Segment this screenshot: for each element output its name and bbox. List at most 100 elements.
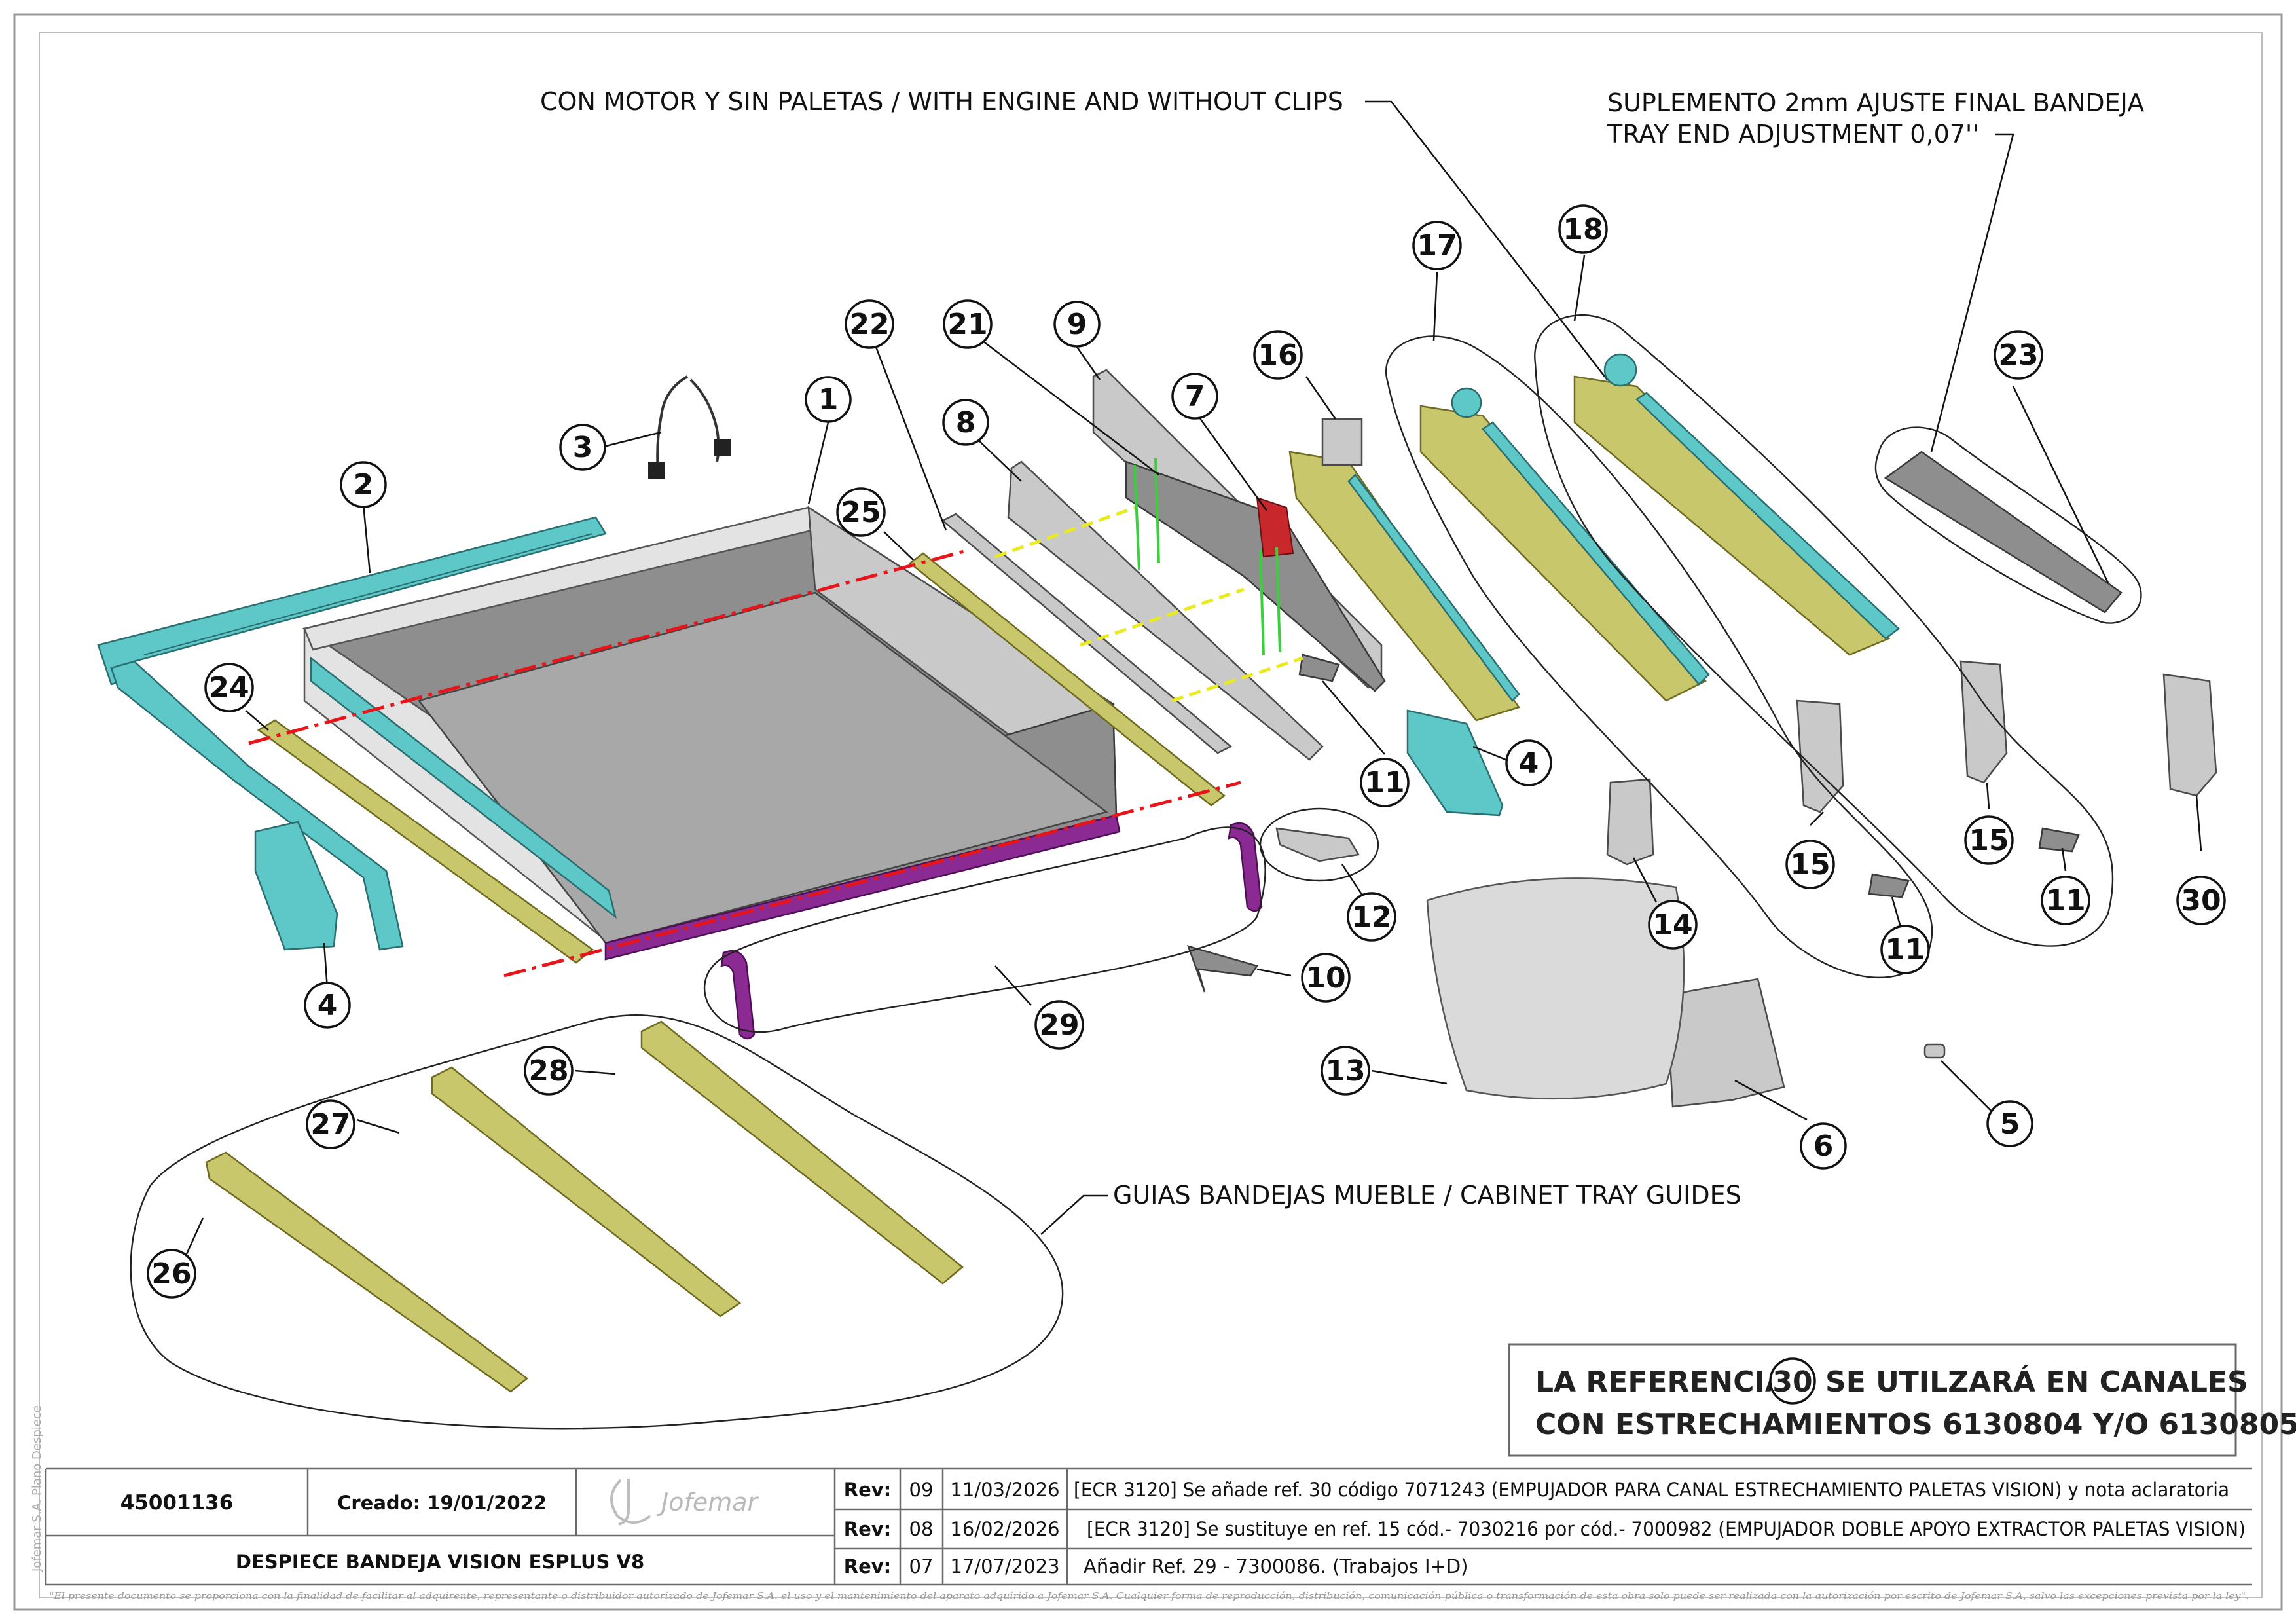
part-15-pusher-b — [1959, 660, 2008, 784]
part-26-guide — [205, 1151, 529, 1393]
leader-6 — [1734, 1079, 1808, 1121]
part-1-tray — [302, 506, 1118, 945]
label-1: 1 — [805, 376, 852, 423]
rev-desc-1: [ECR 3120] Se añade ref. 30 código 70712… — [1074, 1479, 2229, 1501]
title-block — [45, 1467, 2252, 1586]
label-13: 13 — [1321, 1046, 1370, 1096]
callout-engine-leader — [1365, 100, 1608, 380]
side-text: Jofemar S.A. Plano Despiece — [30, 1405, 44, 1572]
leader-28 — [574, 1069, 616, 1075]
leader-27 — [356, 1118, 400, 1134]
part-18-conveyor — [1573, 353, 1900, 656]
svg-text:25: 25 — [841, 496, 881, 529]
svg-text:28: 28 — [528, 1054, 568, 1088]
leader-4b — [1472, 745, 1506, 761]
label-25: 25 — [836, 487, 886, 537]
rev-label-3: Rev: — [844, 1555, 892, 1578]
svg-text:8: 8 — [956, 406, 976, 439]
label-4a: 4 — [304, 982, 351, 1029]
leader-24 — [245, 710, 269, 731]
callout-guides-leader — [1040, 1194, 1108, 1235]
label-15b: 15 — [1964, 815, 2014, 865]
label-8: 8 — [942, 399, 989, 446]
part-6-cover — [1665, 978, 1785, 1108]
label-9: 9 — [1053, 301, 1101, 348]
callout-shim-line2: TRAY END ADJUSTMENT 0,07'' — [1607, 120, 1979, 149]
part-12-clips — [1275, 827, 1360, 862]
part-24-rail — [257, 719, 594, 964]
label-12: 12 — [1347, 892, 1396, 942]
sheet-frame-outer — [13, 13, 2283, 1611]
leader-8 — [975, 437, 1022, 482]
bubble-part-23-group — [1874, 426, 2142, 624]
part-28-guide — [640, 1020, 964, 1285]
svg-text:17: 17 — [1417, 229, 1457, 263]
leader-7 — [1197, 415, 1268, 511]
label-21: 21 — [943, 299, 993, 349]
leader-15b — [1986, 782, 1990, 809]
part-11-clip-b — [1868, 873, 1910, 898]
part-29-front-strip — [604, 814, 1263, 1040]
label-16: 16 — [1253, 330, 1303, 380]
rev-num-1: 09 — [909, 1479, 934, 1501]
leader-16 — [1305, 376, 1337, 420]
svg-text:22: 22 — [849, 308, 889, 341]
part-30-pusher — [2162, 673, 2217, 797]
part-11-clip-c — [2038, 827, 2080, 853]
note-box — [1508, 1343, 2237, 1457]
drawing-code: 45001136 — [120, 1491, 234, 1515]
leader-11c — [2061, 847, 2067, 872]
bubble-cabinet-guides-group — [130, 1014, 1064, 1430]
note-line2: CON ESTRECHAMIENTOS 6130804 Y/O 6130805 — [1535, 1408, 2296, 1441]
drawing-title: DESPIECE BANDEJA VISION ESPLUS V8 — [236, 1551, 644, 1573]
label-5: 5 — [1986, 1100, 2033, 1147]
part-7-bracket — [1256, 496, 1294, 558]
part-5-pin — [1923, 1043, 1946, 1059]
part-13-clip-set — [1426, 877, 1685, 1100]
svg-text:27: 27 — [310, 1108, 350, 1141]
svg-text:4: 4 — [1519, 747, 1539, 780]
label-4b: 4 — [1505, 739, 1552, 786]
axis-yellow-1 — [994, 506, 1137, 559]
rev-date-2: 16/02/2026 — [950, 1518, 1059, 1540]
svg-text:14: 14 — [1652, 908, 1692, 942]
bubble-part-12 — [1259, 807, 1379, 882]
leader-3 — [600, 431, 662, 449]
callout-guides: GUIAS BANDEJAS MUEBLE / CABINET TRAY GUI… — [1113, 1181, 1741, 1209]
svg-text:3: 3 — [573, 431, 593, 464]
bubble-part-29-group — [703, 826, 1266, 1033]
leader-13 — [1371, 1069, 1448, 1085]
part-17-conveyor — [1419, 387, 1710, 702]
svg-text:5: 5 — [2000, 1107, 2020, 1141]
svg-text:16: 16 — [1258, 339, 1298, 372]
svg-text:9: 9 — [1067, 308, 1087, 341]
axis-yellow-3 — [1171, 656, 1303, 703]
svg-text:29: 29 — [1039, 1008, 1079, 1042]
svg-text:7: 7 — [1185, 380, 1205, 413]
axis-yellow-2 — [1080, 587, 1245, 647]
svg-text:30: 30 — [2181, 884, 2221, 917]
svg-text:18: 18 — [1563, 213, 1603, 246]
jofemar-logo: Jofemar — [610, 1479, 759, 1526]
svg-text:15: 15 — [1790, 848, 1830, 881]
leader-25 — [883, 531, 914, 561]
axis-green-4 — [1275, 546, 1281, 652]
part-4-bracket-left — [254, 821, 338, 951]
part-2-chain-rail — [97, 516, 607, 951]
rev-desc-3: Añadir Ref. 29 - 7300086. (Trabajos I+D) — [1084, 1555, 1468, 1578]
axis-red-1 — [248, 548, 970, 745]
rev-desc-2: [ECR 3120] Se sustituye en ref. 15 cód.-… — [1087, 1518, 2246, 1540]
svg-text:6: 6 — [1813, 1130, 1834, 1163]
label-18: 18 — [1558, 204, 1608, 254]
sheet-frame-inner — [39, 32, 2263, 1598]
rev-label-1: Rev: — [844, 1479, 892, 1501]
label-14: 14 — [1648, 900, 1698, 950]
svg-text:23: 23 — [1998, 339, 2038, 372]
part-27-guide — [431, 1066, 742, 1318]
label-26: 26 — [147, 1249, 196, 1299]
leader-9 — [1076, 346, 1101, 380]
leader-11a — [1322, 680, 1385, 755]
rev-num-3: 07 — [909, 1555, 934, 1578]
part-11-clip-a — [1298, 654, 1340, 682]
